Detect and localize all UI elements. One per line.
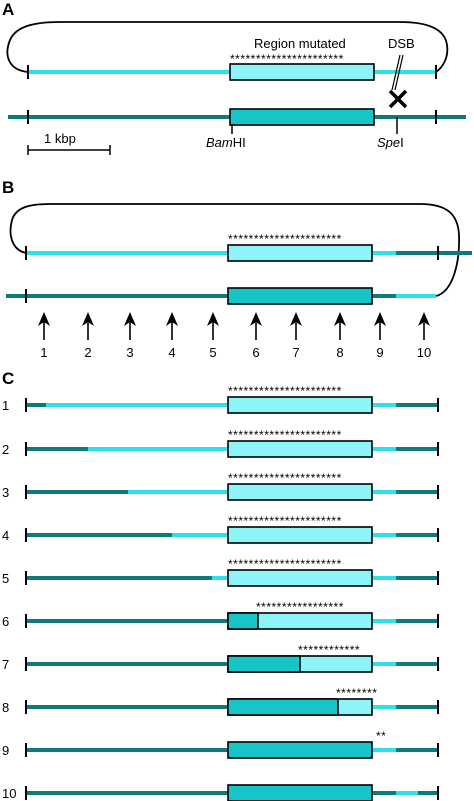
crossover-arrow: 4 xyxy=(166,312,178,360)
recombinant-row: 9 ** xyxy=(2,729,439,759)
row-region-box xyxy=(227,440,373,458)
crossover-arrow: 8 xyxy=(334,312,346,360)
row-stars: ********************** xyxy=(228,557,342,571)
panel-a-letter: A xyxy=(2,0,14,19)
chromosome-region-box xyxy=(229,108,375,126)
donor-b-region-box xyxy=(227,244,373,262)
row-region-box-dark-part xyxy=(227,655,301,673)
crossover-arrow: 5 xyxy=(207,312,219,360)
panel-c: C 1**********************2**************… xyxy=(2,369,439,801)
donor-plasmid-loop xyxy=(6,21,449,73)
crossover-arrow-label: 8 xyxy=(336,345,343,360)
row-stars: ******** xyxy=(336,686,377,700)
crossover-arrow-label: 6 xyxy=(252,345,259,360)
scale-bar-label: 1 kbp xyxy=(44,131,76,146)
row-label: 2 xyxy=(2,442,9,457)
row-label: 8 xyxy=(2,700,9,715)
crossover-arrow: 7 xyxy=(290,312,302,360)
chromosome-b-region-box xyxy=(227,287,373,305)
crossover-arrow-label: 10 xyxy=(417,345,431,360)
row-stars: ********************** xyxy=(228,384,342,398)
donor-region-box xyxy=(229,63,375,81)
row-label: 9 xyxy=(2,743,9,758)
row-region-box-dark-part xyxy=(227,698,339,716)
row-region-box-dark-part xyxy=(227,612,259,630)
crossover-arrows: 1 2 3 4 5 6 7 8 9 10 xyxy=(38,312,431,360)
row-stars: ** xyxy=(376,729,386,743)
crossover-arrow: 1 xyxy=(38,312,50,360)
panel-b: B ********************** 1 2 3 4 5 6 7 8 9 10 xyxy=(2,178,472,360)
crossover-arrow: 10 xyxy=(417,312,431,360)
row-label: 7 xyxy=(2,657,9,672)
crossover-arrow: 6 xyxy=(250,312,262,360)
row-region-box xyxy=(227,569,373,587)
row-stars: ***************** xyxy=(256,600,344,614)
recombinant-row: 8 ******** xyxy=(2,686,439,716)
row-label: 6 xyxy=(2,614,9,629)
row-stars: ************ xyxy=(298,643,360,657)
row-label: 5 xyxy=(2,571,9,586)
panel-c-letter: C xyxy=(2,369,14,388)
recombinant-row: 1 ********************** xyxy=(2,384,439,414)
row-region-box xyxy=(227,483,373,501)
donor-plasmid-loop-b xyxy=(9,203,460,297)
row-stars: ********************** xyxy=(228,428,342,442)
row-stars: ********************** xyxy=(228,514,342,528)
crossover-arrow-label: 7 xyxy=(292,345,299,360)
crossover-arrow-label: 5 xyxy=(209,345,216,360)
row-region-box xyxy=(227,784,373,801)
panel-b-letter: B xyxy=(2,178,14,197)
donor-b-stars: ********************** xyxy=(228,232,342,246)
row-region-box xyxy=(227,526,373,544)
recombinant-rows: 1**********************2****************… xyxy=(2,384,439,801)
crossover-arrow: 3 xyxy=(124,312,136,360)
row-region-box xyxy=(227,741,373,759)
spei-label: SpeI xyxy=(377,135,404,150)
crossover-arrow-label: 4 xyxy=(168,345,175,360)
panel-a: A Region mutated ********************** … xyxy=(2,0,466,155)
row-stars: ********************** xyxy=(228,471,342,485)
dsb-cross-icon xyxy=(388,89,408,109)
row-label: 4 xyxy=(2,528,9,543)
region-mutated-label: Region mutated xyxy=(254,36,346,51)
dsb-label: DSB xyxy=(388,36,415,51)
recombinant-row: 10 xyxy=(2,784,439,801)
recombinant-row: 2 ********************** xyxy=(2,428,439,458)
crossover-arrow-label: 9 xyxy=(376,345,383,360)
scale-bar xyxy=(27,145,111,155)
crossover-arrow: 9 xyxy=(374,312,386,360)
crossover-arrow-label: 1 xyxy=(40,345,47,360)
crossover-arrow-label: 3 xyxy=(126,345,133,360)
dsb-pointer-1 xyxy=(391,54,401,91)
recombinant-row: 7 ************ xyxy=(2,643,439,673)
row-label: 3 xyxy=(2,485,9,500)
recombinant-row: 6 ***************** xyxy=(2,600,439,630)
crossover-arrow-label: 2 xyxy=(84,345,91,360)
recombinant-row: 3 ********************** xyxy=(2,471,439,501)
recombinant-row: 4 ********************** xyxy=(2,514,439,544)
row-label: 10 xyxy=(2,786,16,801)
bamhi-label: BamHI xyxy=(206,135,246,150)
crossover-arrow: 2 xyxy=(82,312,94,360)
recombinant-row: 5 ********************** xyxy=(2,557,439,587)
row-region-box xyxy=(227,396,373,414)
dsb-pointer-2 xyxy=(394,54,404,91)
row-label: 1 xyxy=(2,398,9,413)
donor-stars: ********************** xyxy=(230,52,344,66)
